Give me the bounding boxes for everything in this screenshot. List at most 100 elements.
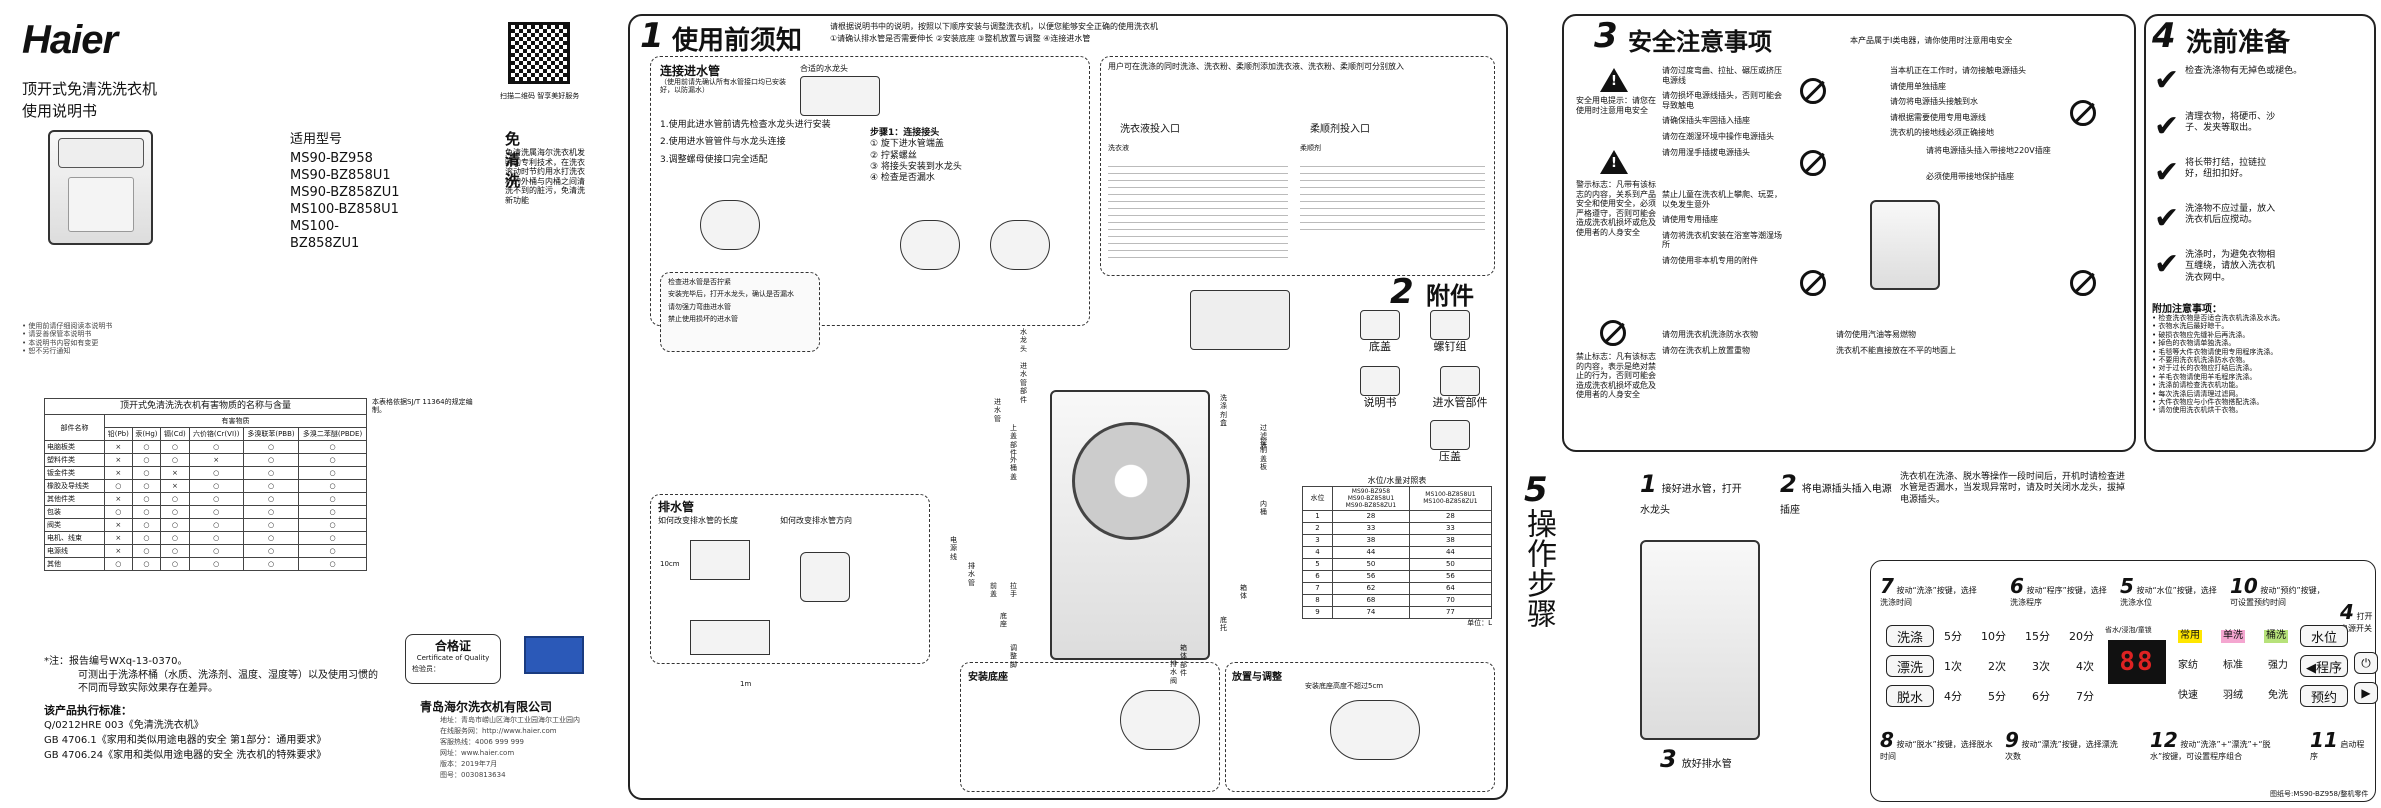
spec-cell: 56 — [1332, 569, 1410, 583]
section-1-intro: 请根据说明书中的说明，按照以下顺序安装与调整洗衣机，以便您能够安全正确的使用洗衣… — [830, 22, 1158, 31]
models-label: 适用型号 — [290, 132, 343, 147]
table-cell: ○ — [298, 505, 367, 520]
section-3-panel — [1562, 14, 2136, 452]
cover-panel: Haier 顶开式免清洗洗衣机 使用说明书 扫描二维码 智享美好服务 适用型号 … — [0, 0, 585, 808]
table-cell-part: 塑料件类 — [44, 453, 105, 468]
table-cell: ○ — [242, 466, 300, 481]
qr-caption: 扫描二维码 智享美好服务 — [500, 92, 580, 100]
inlet-step-image-1 — [700, 200, 760, 250]
prep-list: ✔检查洗涤物有无掉色或褪色。 ✔清理衣物，将硬币、沙子、发夹等取出。 ✔将长带打… — [2154, 66, 2368, 284]
blue-badge — [524, 636, 584, 674]
spec-cell: 3 — [1302, 533, 1333, 547]
power-button[interactable]: ⏻ — [2354, 652, 2378, 674]
water-level-button[interactable]: 水位 — [2300, 625, 2348, 647]
table-cell-part: 橡胶及导线类 — [44, 479, 105, 494]
standard-2: GB 4706.1《家用和类似用途电器的安全 第1部分：通用要求》 — [44, 735, 327, 746]
base-install-title: 安装底座 — [968, 672, 1008, 683]
table-cell: ○ — [298, 544, 367, 559]
spec-unit: 单位：L — [1467, 618, 1492, 627]
safety-rules-right: 当本机正在工作时，请勿接触电源插头 请使用单独插座 请勿将电源插头接触到水 请根… — [1890, 66, 2026, 138]
spec-cell: 33 — [1332, 521, 1410, 535]
safety-rules-left: 请勿过度弯曲、拉扯、碾压或挤压电源线 请勿损坏电源线插头，否则可能会导致触电 请… — [1662, 66, 1782, 157]
drain-height-10: 10cm — [660, 560, 680, 568]
standard-3: GB 4706.24《家用和类似用途电器的安全 洗衣机的特殊要求》 — [44, 750, 327, 761]
table-cell: ○ — [131, 453, 162, 468]
inlet-step-image-2 — [900, 220, 960, 270]
softener-inlet-title: 柔顺剂投入口 — [1310, 124, 1370, 135]
accessory-1: 底盖 — [1350, 310, 1410, 354]
manual-book-icon — [1360, 366, 1400, 396]
table-header-part: 部件名称 — [44, 414, 105, 442]
install-steps: 步骤1：连接接头 ① 旋下进水管端盖 ② 拧紧螺丝 ③ 将接头安装到水龙头 ④ … — [870, 128, 962, 183]
spec-cell: 70 — [1408, 593, 1493, 607]
spec-cell: 74 — [1332, 605, 1410, 619]
check-icon: ✔ — [2154, 63, 2180, 98]
table-cell: ○ — [242, 557, 300, 572]
table-cell: ○ — [298, 557, 367, 572]
program-row-3: 快速羽绒免洗 — [2178, 690, 2288, 701]
inlet-checklist — [660, 272, 820, 352]
table-cell: ○ — [160, 505, 190, 520]
table-cell: × — [188, 453, 244, 468]
spec-cell: 28 — [1332, 509, 1410, 523]
power-note: 请将电源插头插入带接地220V插座 — [1926, 146, 2051, 155]
step-10-text: 10 按动“预约”按键，可设置预约时间 — [2230, 574, 2325, 607]
table-cell: ○ — [188, 466, 244, 481]
safety-bottom-rules: 请勿用洗衣机洗涤防水衣物 请勿在洗衣机上放置重物 请勿使用汽油等易燃物 洗衣机不… — [1662, 330, 1956, 355]
company-web: 在线服务网：http://www.haier.com — [440, 727, 557, 735]
spec-cell: 9 — [1302, 605, 1333, 619]
warning-triangle-icon: ! — [1600, 68, 1628, 92]
table-cell: ○ — [298, 492, 367, 507]
section-3-title: 安全注意事项 — [1628, 28, 1772, 56]
company-name: 青岛海尔洗衣机有限公司 — [420, 700, 553, 714]
company-hotline: 客服热线：4006 999 999 — [440, 738, 524, 746]
program-row-2: 家纺标准强力 — [2178, 660, 2288, 671]
accessory-4: 进水管部件 — [1420, 366, 1500, 410]
drain-title: 排水管 — [658, 500, 695, 514]
start-button[interactable]: ▶ — [2354, 682, 2378, 704]
prep-item: ✔洗涤物不应过量，放入洗衣机后应搅动。 — [2154, 201, 2276, 236]
prohibit-icon-a — [1800, 78, 1826, 104]
manual-subtitle: 使用说明书 — [22, 102, 98, 120]
spec-cell: 6 — [1302, 569, 1333, 583]
model-item: MS90-BZ858ZU1 — [290, 185, 400, 200]
feature-title: 免清洗 — [505, 130, 521, 190]
spec-grid: 水位 MS90-BZ958 MS90-BZ858U1 MS90-BZ858ZU1… — [1302, 485, 1493, 619]
detergent-box — [1100, 56, 1495, 276]
accessory-5: 压盖 — [1420, 420, 1480, 464]
step-5-text: 5 按动“水位”按键，选择洗涤水位 — [2120, 574, 2217, 607]
section-3-subtitle: 本产品属于Ⅰ类电器，请你使用时注意用电安全 — [1850, 36, 2013, 45]
table-cell: ○ — [188, 518, 244, 533]
rinse-button[interactable]: 漂洗 — [1886, 655, 1934, 677]
step-11-text: 11 启动程序 — [2310, 728, 2365, 761]
table-cell: ○ — [298, 518, 367, 533]
delay-button[interactable]: 预约 — [2300, 685, 2348, 707]
spec-col-a: MS90-BZ958 MS90-BZ858U1 MS90-BZ858ZU1 — [1332, 485, 1410, 511]
wash-button[interactable]: 洗涤 — [1886, 625, 1934, 647]
table-cell: ○ — [160, 557, 190, 572]
table-cell: ○ — [160, 544, 190, 559]
base-cover-icon — [1360, 310, 1400, 340]
table-row: 电机、线束×○○○○○ — [44, 531, 367, 546]
table-cell: ○ — [188, 440, 244, 455]
table-cell-part: 其他件类 — [44, 492, 105, 507]
table-cell: ○ — [188, 492, 244, 507]
table-subheader: 铅(Pb) — [104, 427, 133, 442]
spec-cell: 4 — [1302, 545, 1333, 559]
spin-button[interactable]: 脱水 — [1886, 685, 1934, 707]
program-button[interactable]: ◀程序 — [2300, 655, 2348, 677]
prep-note-title: 附加注意事项： — [2152, 304, 2222, 315]
report-note: *注：报告编号WXq-13-0370。 — [44, 656, 188, 667]
warning-triangle-icon-2: ! — [1600, 150, 1628, 174]
step-3: 3 放好排水管 — [1660, 745, 1732, 773]
safety-washer-image — [1870, 200, 1940, 290]
prep-item: ✔将长带打结，拉链拉好，纽扣扣好。 — [2154, 155, 2267, 190]
hazard-table-grid: 部件名称 有害物质 铅(Pb)汞(Hg)镉(Cd)六价铬(Cr(VI))多溴联苯… — [44, 414, 367, 572]
table-cell: ○ — [104, 557, 133, 572]
model-item: MS90-BZ958 — [290, 151, 373, 166]
table-row: 其他○○○○○○ — [44, 557, 367, 572]
table-cell-part: 电脑板类 — [44, 440, 105, 455]
